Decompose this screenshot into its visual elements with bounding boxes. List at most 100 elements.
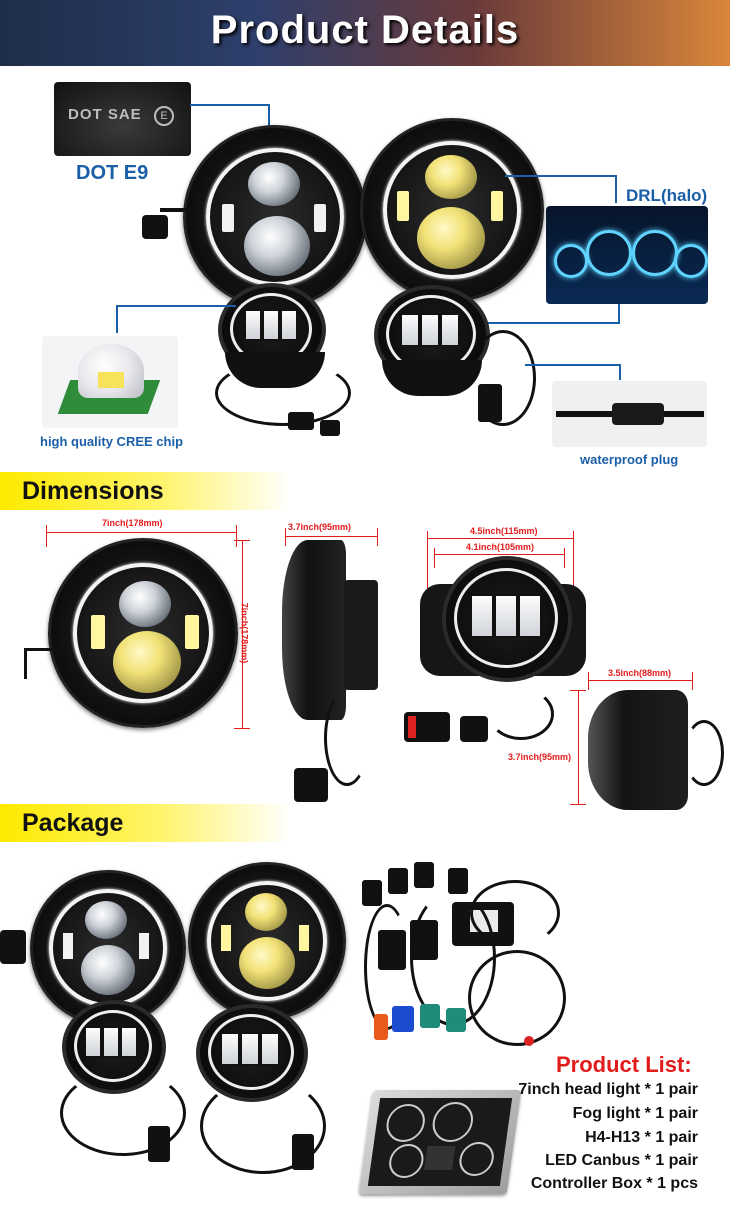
fog-led [518,594,542,638]
product-list-item: H4-H13 * 1 pair [585,1129,698,1146]
halo-callout-line-v [618,304,620,324]
lower-lens [417,207,485,269]
head-height-line [242,540,243,728]
fog-connector-left [288,412,314,430]
h13-connector [392,1006,414,1032]
upper-lens [85,901,127,939]
chip-callout-line-v [116,305,118,333]
upper-lens [245,893,287,931]
halo-ring [383,141,521,279]
side-led-left [91,615,105,649]
side-wire [324,690,370,786]
fog-led [120,1026,138,1058]
harness-red-tip [524,1036,534,1046]
plug-callout-line [525,364,621,366]
page-title: Product Details [210,8,520,52]
fog-depth-tick [692,672,693,690]
dimensions-bar: Dimensions [0,472,290,510]
fog-led [440,313,460,347]
fog-outer-tick [573,531,574,601]
plug-wire [160,208,190,212]
headlight-left [183,125,367,309]
upper-lens [425,155,477,199]
box-harness [424,1146,456,1170]
head-depth-tick [377,528,378,546]
fog-connector-left-b [320,420,340,436]
harness-plug-icon [388,868,408,894]
halo-glow [554,244,588,278]
drl-halo-photo [546,206,708,304]
side-led-right [491,191,503,221]
upper-lens [119,581,171,627]
halo-glow [674,244,708,278]
h13-connector [374,1014,388,1040]
lower-lens [244,216,310,276]
dot-badge-text: DOT SAE [68,106,142,123]
fog-light-front [442,556,572,682]
fog-led [470,594,494,638]
plug-cable [664,411,704,417]
fog-height-tick [570,690,586,691]
fog-height-label: 3.7inch(95mm) [508,752,572,762]
plug-label: waterproof plug [580,452,679,467]
lower-lens [113,631,181,693]
package-fog-wire [200,1078,326,1174]
side-led-right [314,204,326,232]
h4-plug-icon [294,768,328,802]
fog-led [240,1032,260,1066]
harness-plug-icon [448,868,468,894]
product-box [358,1090,522,1194]
fog-side-body [588,690,688,810]
dot-callout-line [190,104,270,106]
fog-led [420,313,440,347]
h13-connector [420,1004,440,1028]
plug-cable [556,411,612,417]
package-fog-connector [148,1126,170,1162]
fog-led [244,309,262,341]
head-height-tick [234,728,250,729]
fog-led [260,1032,280,1066]
side-led [139,933,149,959]
side-led [221,925,231,951]
side-led-left [397,191,409,221]
fog-inner-label: 4.1inch(105mm) [466,542,535,552]
drl-callout-line-v [615,175,617,203]
fog-inner-tick [434,548,435,568]
package-bar: Package [0,804,290,842]
chip-callout-line [116,305,236,307]
headlight-front [48,538,238,728]
plug-callout-line-v [619,364,621,380]
fog-wire-left [215,360,351,426]
headlight-side-back [344,580,378,690]
lower-lens [81,945,135,995]
dot-label: DOT E9 [76,162,149,184]
product-list-item: Controller Box * 1 pcs [530,1175,698,1192]
h13-connector [446,1008,466,1032]
lower-lens [239,937,295,989]
headlight-wire [24,648,57,679]
package-title: Package [22,809,124,837]
fog-connector-red [408,716,416,738]
package-plug-icon [0,930,26,964]
fog-led [262,309,280,341]
fog-wire-right [470,330,536,426]
side-led [299,925,309,951]
drl-callout-line [505,175,617,177]
fog-led [280,309,298,341]
cree-chip-photo [42,336,178,428]
fog-depth-line [588,680,692,681]
fog-connector-right [478,384,502,422]
harness-wire-coil [468,950,566,1046]
fog-height-line [578,690,579,804]
fog-led [102,1026,120,1058]
dot-badge-photo: DOT SAE E [54,82,191,156]
halo-callout-line [470,322,620,324]
dimensions-title: Dimensions [22,477,164,505]
h4-plug-icon [142,215,168,239]
upper-lens [248,162,300,206]
package-fog-connector [292,1134,314,1170]
chip-dome [78,344,144,398]
fog-led [84,1026,102,1058]
head-width-line [46,532,236,533]
halo-glow [632,230,678,276]
